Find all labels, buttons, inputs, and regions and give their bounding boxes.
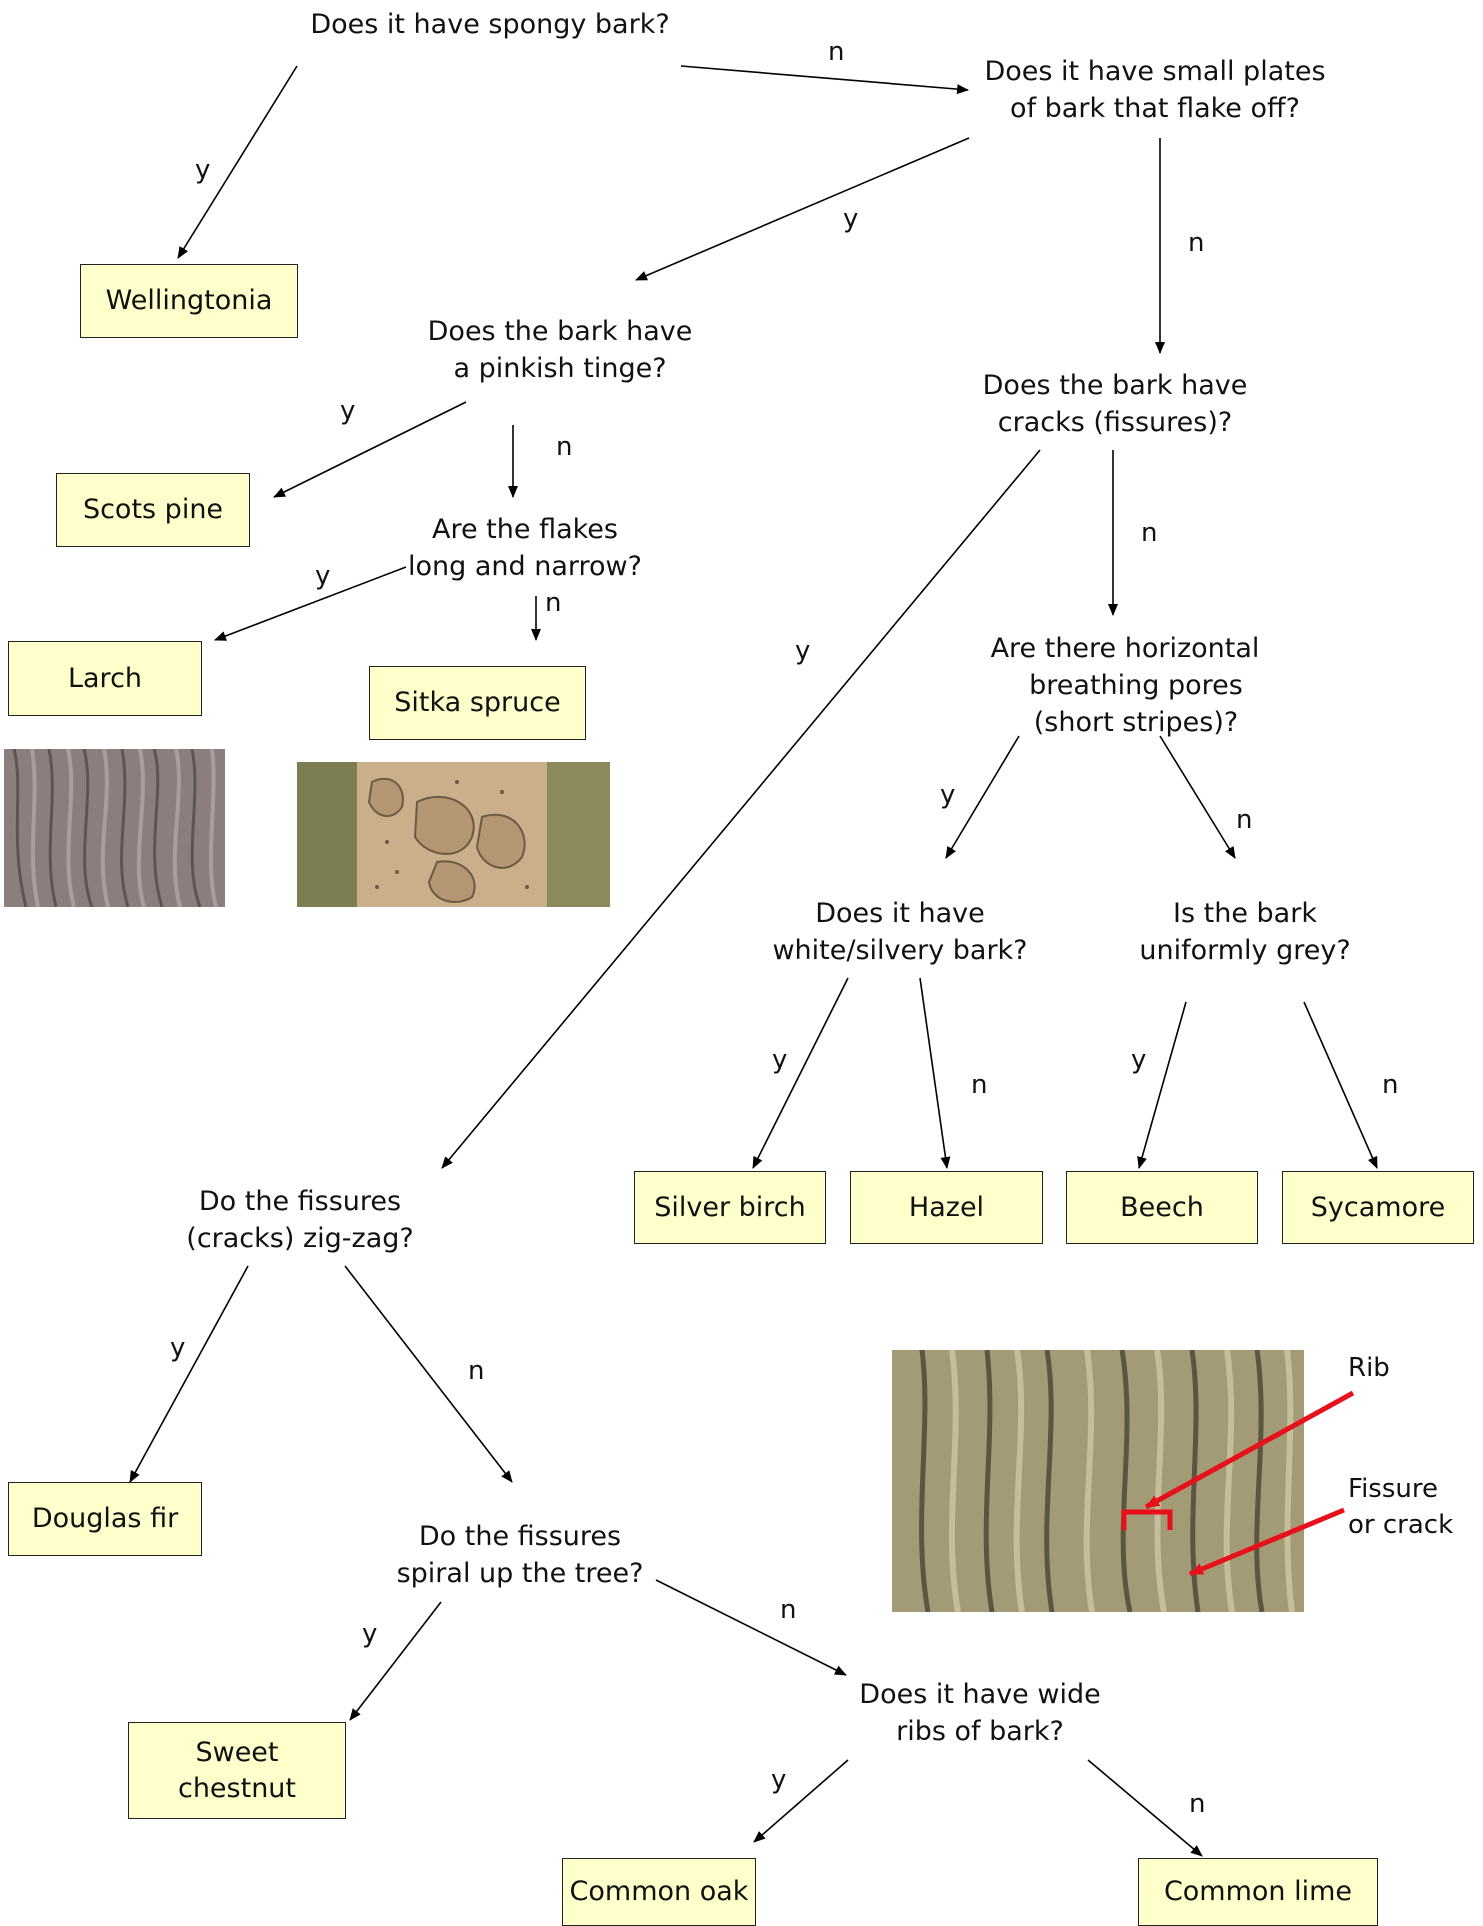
question-spiral: Do the fissures spiral up the tree? <box>396 1521 644 1589</box>
edge-label-yes: y <box>772 1045 788 1075</box>
edge-label-yes: y <box>315 561 331 591</box>
larch-bark-texture <box>4 749 225 907</box>
oak-bark-texture <box>892 1350 1304 1612</box>
edge-label-no: n <box>556 432 573 462</box>
question-pinkish-tinge: Does the bark have a pinkish tinge? <box>427 316 693 384</box>
question-flaking-plates: Does it have small plates of bark that f… <box>984 56 1326 124</box>
answer-common-lime: Common lime <box>1138 1858 1378 1926</box>
edge-label-yes: y <box>362 1619 378 1649</box>
answer-sycamore: Sycamore <box>1282 1171 1474 1244</box>
edge-label-yes: y <box>795 636 811 666</box>
question-cracks: Does the bark have cracks (fissures)? <box>982 370 1248 438</box>
arrow-ribs-no <box>1087 1759 1203 1857</box>
edge-label-no: n <box>1382 1070 1399 1100</box>
fissure-annotation-label: Fissure or crack <box>1348 1474 1454 1540</box>
question-long-narrow-flakes: Are the flakes long and narrow? <box>408 514 642 582</box>
answer-wellingtonia: Wellingtonia <box>80 264 298 338</box>
edge-label-no: n <box>545 588 562 618</box>
arrow-spongy-no <box>680 65 969 95</box>
answer-silver-birch: Silver birch <box>634 1171 826 1244</box>
arrow-white-yes <box>752 977 849 1169</box>
question-uniformly-grey: Is the bark uniformly grey? <box>1139 898 1351 966</box>
arrow-flakes-yes <box>214 566 407 641</box>
question-breathing-pores: Are there horizontal breathing pores (sh… <box>990 633 1260 738</box>
answer-larch: Larch <box>8 641 202 716</box>
sitka-spruce-bark-texture <box>297 762 610 907</box>
answer-douglas-fir: Douglas fir <box>8 1482 202 1556</box>
arrow-spiral-yes <box>349 1601 442 1721</box>
edge-label-yes: y <box>1131 1045 1147 1075</box>
question-wide-ribs: Does it have wide ribs of bark? <box>859 1679 1101 1747</box>
edge-label-no: n <box>780 1595 797 1625</box>
arrow-zigzag-no <box>344 1265 513 1483</box>
arrow-spiral-no <box>655 1579 847 1676</box>
answer-sitka-spruce: Sitka spruce <box>369 666 586 740</box>
arrow-plates-yes <box>635 137 970 281</box>
answer-common-oak: Common oak <box>562 1858 756 1926</box>
larch-bark-photo <box>4 749 225 907</box>
edge-label-no: n <box>1189 1789 1206 1819</box>
question-zigzag: Do the fissures (cracks) zig-zag? <box>186 1186 414 1254</box>
edge-label-yes: y <box>340 396 356 426</box>
edge-label-no: n <box>1236 805 1253 835</box>
arrow-pores-yes <box>945 735 1020 859</box>
answer-hazel: Hazel <box>850 1171 1043 1244</box>
edge-label-no: n <box>468 1356 485 1386</box>
sitka-spruce-bark-photo <box>297 762 610 907</box>
edge-label-no: n <box>828 37 845 67</box>
rib-annotation-label: Rib <box>1348 1353 1390 1383</box>
arrow-spongy-yes <box>177 65 298 259</box>
arrow-pinkish-yes <box>273 401 467 498</box>
arrow-pores-no <box>1159 735 1236 859</box>
edge-label-no: n <box>1141 518 1158 548</box>
arrow-cracks-yes <box>441 449 1041 1169</box>
edge-label-yes: y <box>170 1333 186 1363</box>
answer-scots-pine: Scots pine <box>56 473 250 547</box>
edge-label-yes: y <box>843 204 859 234</box>
oak-bark-photo <box>892 1350 1304 1612</box>
arrow-ribs-yes <box>753 1759 849 1843</box>
arrow-grey-no <box>1303 1001 1378 1169</box>
arrow-zigzag-yes <box>129 1265 249 1483</box>
arrow-grey-yes <box>1137 1001 1187 1169</box>
question-spongy-bark: Does it have spongy bark? <box>310 9 670 40</box>
edge-label-no: n <box>971 1070 988 1100</box>
answer-beech: Beech <box>1066 1171 1258 1244</box>
question-white-silvery: Does it have white/silvery bark? <box>772 898 1028 966</box>
edge-label-yes: y <box>940 780 956 810</box>
edge-label-yes: y <box>771 1765 787 1795</box>
edge-label-no: n <box>1188 228 1205 258</box>
arrow-white-no <box>919 977 951 1169</box>
edge-label-yes: y <box>195 155 211 185</box>
